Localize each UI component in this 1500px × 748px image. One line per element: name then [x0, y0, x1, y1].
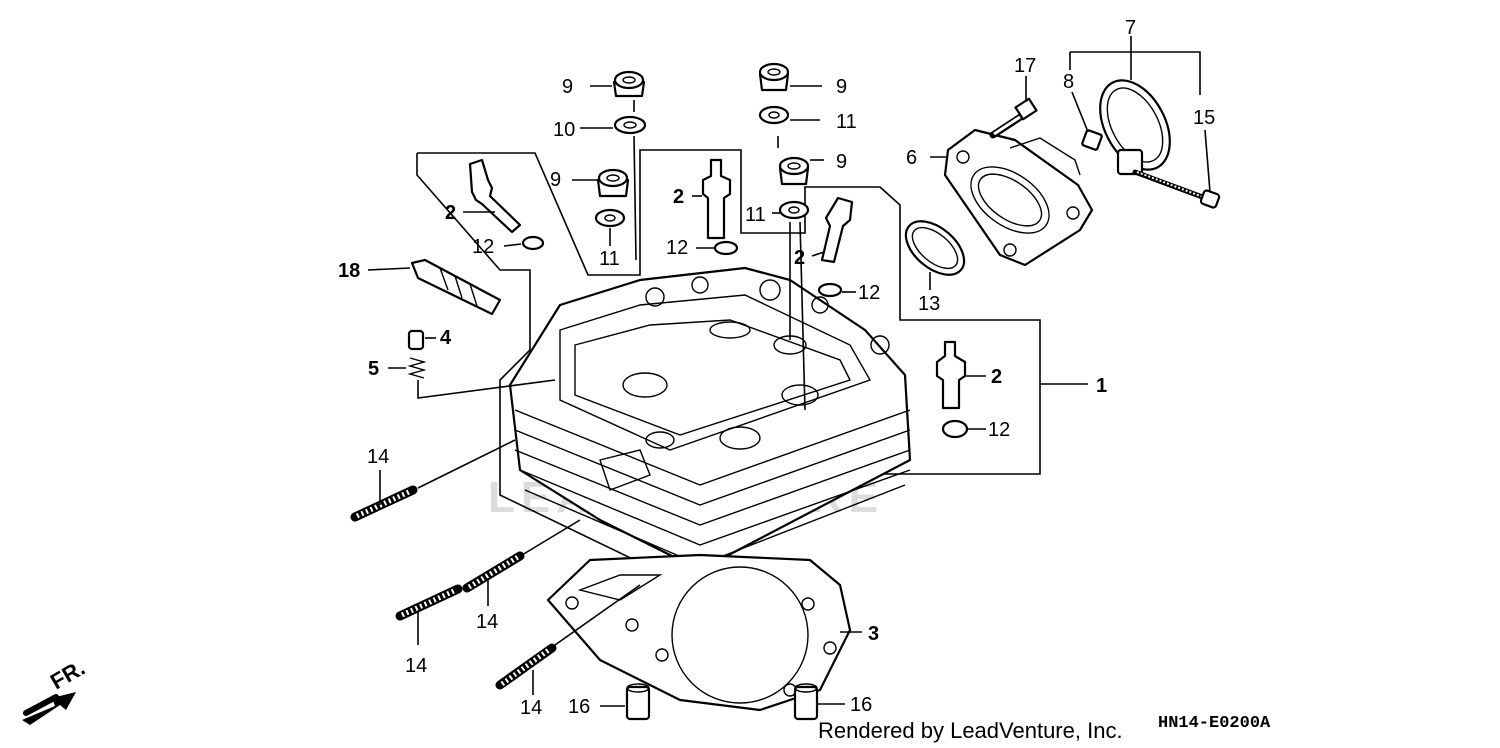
clamp-screw-15: [1132, 129, 1221, 209]
dowel-pin-left: [600, 683, 651, 721]
callout-6: 6: [906, 147, 917, 169]
washer-11-left: [594, 208, 626, 246]
callout-9-a: 9: [562, 76, 573, 98]
callout-14-d: 14: [520, 697, 542, 719]
callout-7: 7: [1125, 17, 1136, 39]
cap-nut-right-mid: [778, 156, 824, 186]
callout-4: 4: [440, 327, 452, 349]
o-ring-2: [696, 240, 739, 256]
o-ring-3: [817, 282, 856, 298]
callout-2-d: 2: [991, 366, 1002, 388]
stud-bolts: [350, 439, 641, 695]
callout-14-b: 14: [405, 655, 427, 677]
group-brackets: [416, 36, 1201, 606]
intake-pipe: [930, 128, 1094, 267]
callout-9-c: 9: [836, 76, 847, 98]
stud-bolt-4: [495, 584, 641, 695]
cap-nut-right-top: [758, 62, 822, 92]
dowel-pin-right: [793, 683, 845, 721]
callout-9-b: 9: [550, 169, 561, 191]
spark-plug: [367, 258, 502, 316]
callout-12-a: 12: [472, 236, 494, 258]
cap-nut-left-top: [590, 70, 646, 112]
valve-guide-3: [811, 196, 854, 264]
callout-2-c: 2: [794, 247, 805, 269]
washer-10: [580, 115, 647, 261]
stud-bolt-3: [462, 519, 581, 606]
callout-3: 3: [868, 623, 879, 645]
stud-bolt-1: [350, 439, 516, 522]
callout-16-b: 16: [850, 694, 872, 716]
callout-labels: 1 2 2 2 2 3 4 5 6 7 8 9 9 9 9 10 11 11 1…: [338, 17, 1215, 719]
callout-18: 18: [338, 260, 360, 282]
callout-11-b: 11: [836, 111, 857, 133]
spring-5: [388, 357, 556, 399]
head-gasket: [546, 553, 862, 712]
callout-2-b: 2: [673, 186, 684, 208]
cylinder-head: [508, 266, 912, 572]
cap-nut-left-mid: [572, 168, 630, 198]
callout-12-c: 12: [858, 282, 880, 304]
front-label: FR.: [46, 655, 89, 694]
clamp-nut-8: [1071, 91, 1103, 151]
callout-11-c: 11: [745, 204, 766, 226]
stud-bolt-2: [395, 584, 463, 645]
callout-12-d: 12: [988, 419, 1010, 441]
clamp-band: [1099, 79, 1171, 176]
callout-16-a: 16: [568, 696, 590, 718]
callout-12-b: 12: [666, 237, 688, 259]
flange-bolt-17: [989, 76, 1038, 139]
washer-11-right-mid: [772, 200, 810, 411]
washer-11-right-top: [758, 105, 820, 148]
o-ring-4: [941, 419, 986, 439]
insulator-gasket: [904, 220, 966, 290]
valve-guide-1: [463, 158, 522, 234]
valve-guide-4: [935, 340, 986, 410]
front-direction-arrow: FR.: [22, 655, 89, 725]
callout-13: 13: [918, 293, 940, 315]
o-ring-1: [503, 235, 545, 251]
callout-17: 17: [1014, 55, 1036, 77]
valve-guide-2: [692, 158, 732, 240]
callout-8: 8: [1063, 71, 1074, 93]
callout-9-d: 9: [836, 151, 847, 173]
callout-5: 5: [368, 358, 379, 380]
callout-2-a: 2: [445, 202, 456, 224]
diagram-code: HN14-E0200A: [1158, 714, 1271, 733]
callout-15: 15: [1193, 107, 1215, 129]
callout-14-a: 14: [367, 446, 389, 468]
callout-14-c: 14: [476, 611, 498, 633]
dowel-4: [407, 329, 436, 351]
callout-11-a: 11: [599, 248, 620, 270]
credit-text: Rendered by LeadVenture, Inc.: [818, 718, 1123, 743]
callout-10: 10: [553, 119, 575, 141]
callout-1: 1: [1096, 375, 1107, 397]
